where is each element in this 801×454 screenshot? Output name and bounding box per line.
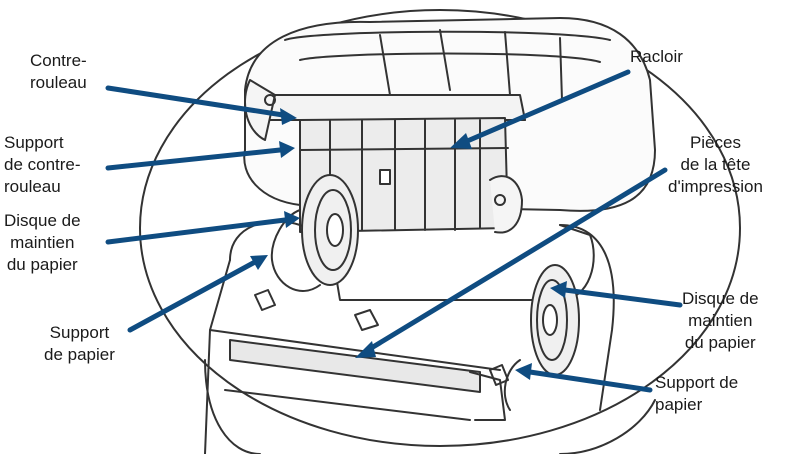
leader-support-contre-rouleau [105, 147, 283, 171]
label-line: maintien [688, 311, 753, 330]
leader-disque-gauche [105, 217, 288, 245]
printhead-bar [229, 339, 481, 393]
label-support-contre-rouleau: Support de contre- rouleau [4, 132, 81, 198]
label-line: rouleau [4, 177, 61, 196]
leader-contre-rouleau [105, 85, 286, 118]
label-line: Racloir [630, 47, 683, 66]
label-support-papier-droite: Support de papier [655, 372, 738, 416]
label-line: du papier [684, 333, 756, 352]
label-line: de la tête [680, 155, 751, 174]
vignette-circle [139, 9, 741, 447]
leader-support-papier-droite [527, 369, 653, 393]
label-support-papier-gauche: Support de papier [44, 322, 115, 366]
label-line: d'impression [668, 177, 763, 196]
label-line: Support de [655, 373, 739, 392]
right-paper-disc-shape [503, 264, 580, 411]
label-disque-gauche: Disque de maintien du papier [4, 210, 81, 276]
label-line: Pièces [689, 133, 741, 152]
label-line: de papier [44, 345, 115, 364]
label-pieces-tete: Pièces de la tête d'impression [668, 132, 763, 198]
platen-roller-shape [267, 94, 526, 121]
label-line: papier [655, 395, 703, 414]
leader-pieces-tete [365, 167, 668, 353]
leader-disque-droite [562, 287, 683, 308]
label-line: de contre- [4, 155, 81, 174]
label-line: Disque de [682, 289, 759, 308]
leader-support-papier-gauche [127, 259, 258, 333]
label-contre-rouleau: Contre- rouleau [30, 50, 87, 94]
label-disque-droite: Disque de maintien du papier [682, 288, 759, 354]
label-line: maintien [10, 233, 75, 252]
label-line: Support [4, 133, 64, 152]
label-line: du papier [6, 255, 78, 274]
printer-illustration [139, 9, 741, 454]
label-line: rouleau [30, 73, 87, 92]
leader-lines [105, 69, 683, 393]
label-line: Contre- [30, 51, 87, 70]
left-paper-disc-shape [270, 174, 359, 292]
label-line: Disque de [4, 211, 81, 230]
leader-racloir [462, 69, 631, 145]
label-line: Support [49, 323, 110, 342]
label-racloir: Racloir [630, 46, 683, 68]
